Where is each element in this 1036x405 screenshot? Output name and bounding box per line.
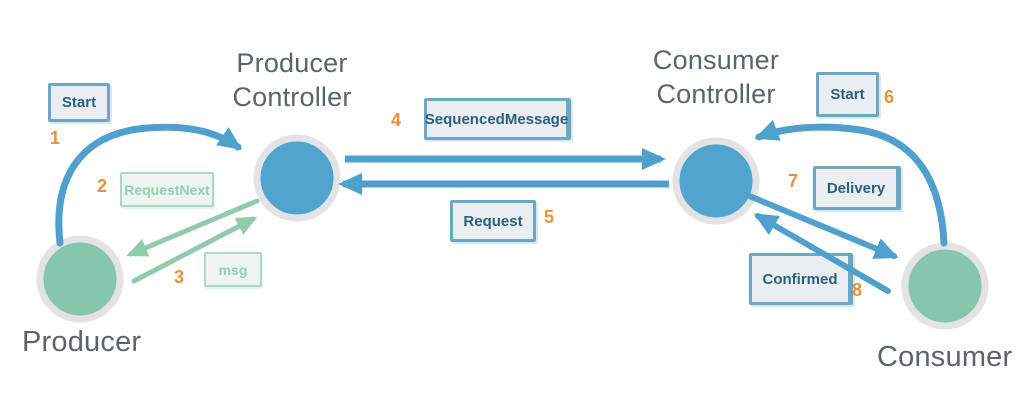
message-box-request: Request [450,200,536,242]
message-box-requestnext: RequestNext [120,172,214,207]
producer-label: Producer [22,326,142,358]
producer-controller-label: Producer Controller [232,48,352,112]
message-box-start-consumer: Start [816,72,879,117]
step-number-4: 4 [391,110,402,130]
step-number-1: 1 [50,128,61,148]
message-box-delivery: Delivery [813,166,901,210]
consumer-controller-label: Consumer Controller [652,45,780,109]
step-number-2: 2 [97,176,108,196]
step-number-5: 5 [544,207,555,227]
message-box-start-producer: Start [48,83,110,122]
message-box-msg: msg [204,252,262,287]
step-number-7: 7 [788,171,799,191]
step-number-3: 3 [174,267,185,287]
message-box-confirmed: Confirmed [749,253,853,305]
consumer-label: Consumer [877,341,1013,373]
step-number-6: 6 [884,87,895,107]
message-box-sequencedmessage: SequencedMessage [424,98,571,140]
step-number-8: 8 [852,280,863,300]
